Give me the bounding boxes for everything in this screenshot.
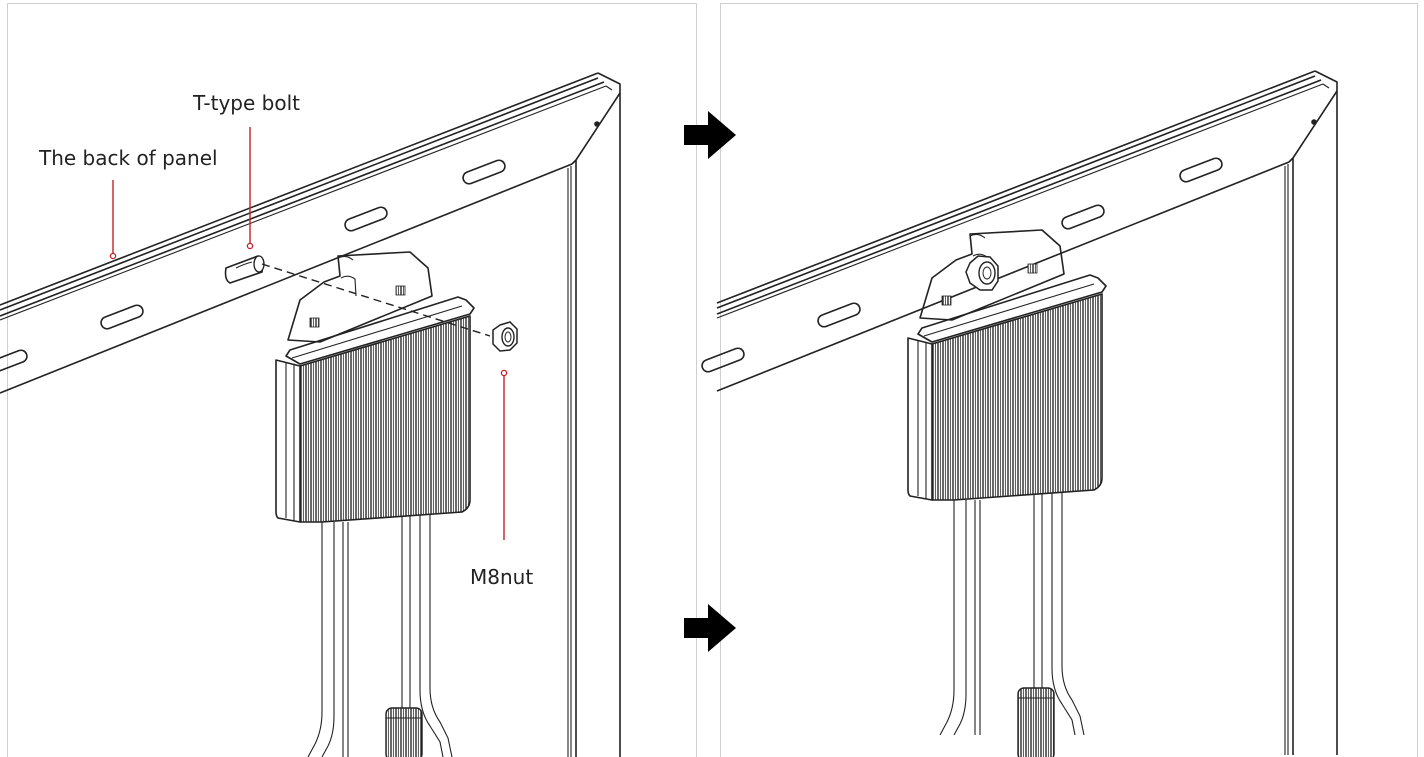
assembly-dashed-line xyxy=(261,263,491,337)
tightened-m8-nut xyxy=(965,255,999,291)
cable-connector xyxy=(385,707,423,757)
leader-t-type-bolt xyxy=(246,127,254,250)
label-back-of-panel: The back of panel xyxy=(38,146,218,170)
cable-connector xyxy=(1017,687,1055,757)
leader-m8-nut xyxy=(500,369,508,540)
label-m8-nut: M8nut xyxy=(470,565,533,589)
right-arrow-icon xyxy=(684,111,736,159)
step-2-assembled-view xyxy=(699,70,1338,757)
leader-back-of-panel xyxy=(109,180,117,260)
step-1-exploded-view: The back of panel T-type bolt M8nut xyxy=(0,72,621,757)
left-panel-border xyxy=(7,3,697,757)
right-panel-border xyxy=(720,3,1418,757)
right-arrow-icon xyxy=(684,604,736,652)
label-t-type-bolt: T-type bolt xyxy=(192,91,300,115)
m8-nut xyxy=(492,321,518,352)
t-type-bolt xyxy=(224,255,265,284)
